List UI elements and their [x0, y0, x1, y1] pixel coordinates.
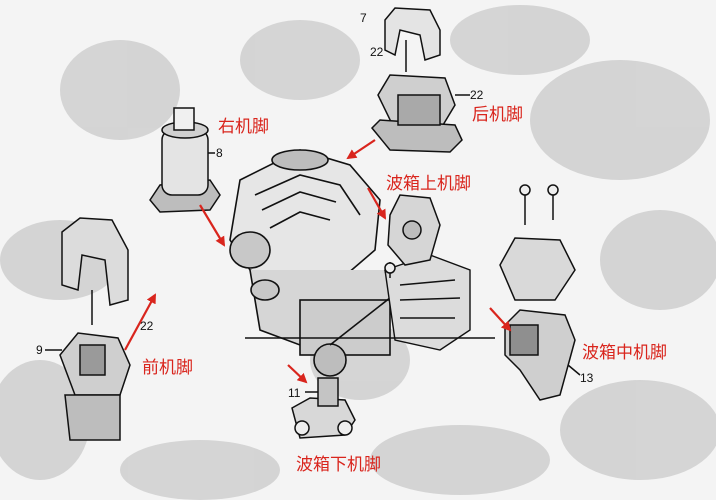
part-number-8: 8 [216, 146, 223, 160]
part-number-7: 7 [360, 11, 367, 25]
trans-lower-mount-part [291, 377, 356, 439]
arrow-trans-middle [489, 307, 512, 332]
trans-lower-mount-label: 波箱下机脚 [296, 455, 381, 475]
part-number-11: 11 [288, 386, 301, 400]
label-arrows [124, 139, 512, 384]
right-mount-label: 右机脚 [218, 117, 269, 137]
arrow-right-mount [199, 204, 226, 247]
part-number-22-top: 22 [370, 45, 384, 59]
right-mount-part [149, 107, 221, 213]
part-number-9: 9 [36, 343, 43, 357]
transmission [384, 254, 471, 351]
part-number-22-rear: 22 [470, 88, 484, 102]
arrow-trans-upper [367, 187, 386, 220]
arrow-front-mount [124, 293, 156, 351]
trans-middle-mount-part [499, 184, 581, 401]
part-number-22-front: 22 [140, 319, 154, 333]
engine-block [229, 149, 401, 377]
trans-middle-mount-label: 波箱中机脚 [582, 343, 667, 363]
rear-mount-label: 后机脚 [472, 105, 523, 125]
front-mount-label: 前机脚 [142, 358, 193, 378]
arrow-rear-mount [346, 139, 376, 160]
trans-upper-mount-part [384, 194, 441, 278]
trans-upper-mount-label: 波箱上机脚 [386, 174, 471, 194]
rear-mount-part [370, 7, 470, 153]
front-mount-part [45, 217, 131, 441]
part-number-13: 13 [580, 371, 594, 385]
arrow-trans-lower [287, 364, 308, 384]
